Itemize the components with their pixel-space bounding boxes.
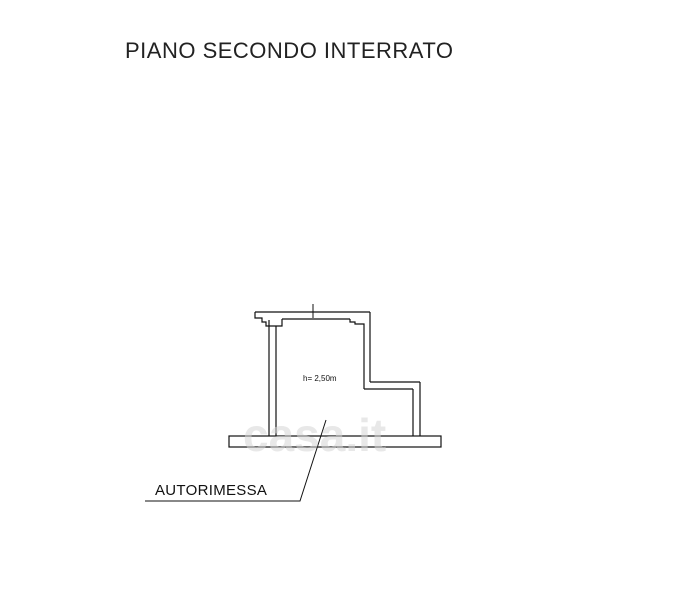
room-height-note: h= 2,50m	[303, 374, 337, 383]
room-label: AUTORIMESSA	[155, 482, 268, 499]
ground-slab	[228, 435, 442, 448]
plan-title: PIANO SECONDO INTERRATO	[125, 38, 454, 63]
label-leader-line	[145, 419, 327, 502]
watermark: casa.it	[243, 409, 387, 461]
right-pillar	[349, 319, 365, 328]
left-pillar	[254, 312, 283, 327]
